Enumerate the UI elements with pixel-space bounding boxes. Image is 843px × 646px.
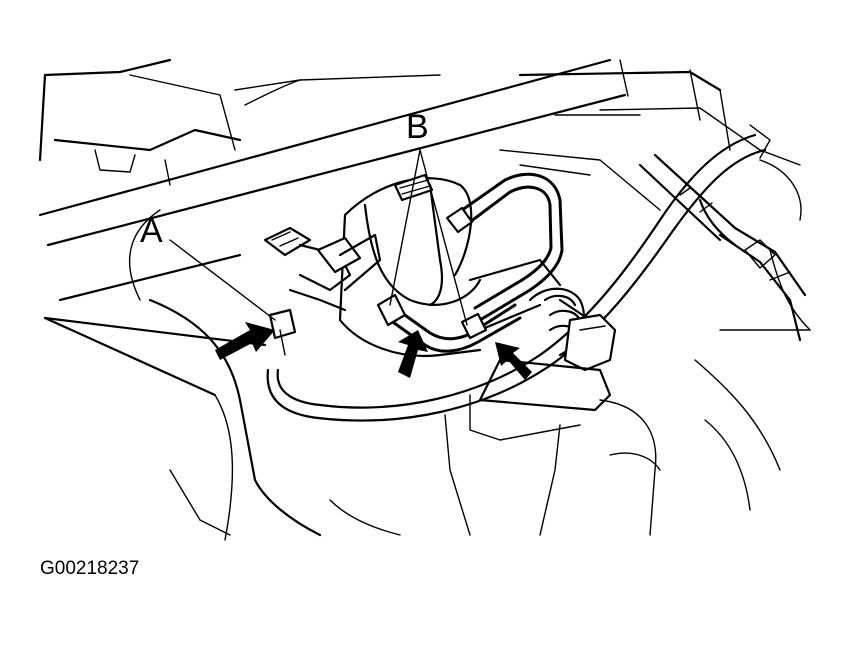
clutch-switch [263, 226, 382, 356]
figure-code: G00218237 [40, 558, 139, 579]
arrow-icon [495, 342, 532, 380]
callout-label-b: B [406, 108, 429, 146]
callout-leaders [169, 149, 468, 326]
callout-label-a: A [140, 212, 163, 250]
location-arrows [215, 322, 532, 380]
arrow-icon [398, 330, 428, 378]
engine-bay-background [38, 58, 802, 221]
hose-assembly [638, 153, 807, 342]
master-cylinder-boot [469, 287, 617, 441]
firewall-panel [43, 209, 811, 541]
leader-line-a [169, 239, 276, 321]
cross-member-beam [38, 58, 629, 302]
brake-pipe [266, 124, 771, 422]
hydraulic-tube [376, 172, 564, 353]
arrow-icon [215, 322, 275, 360]
leader-line-b-left [389, 149, 421, 306]
leader-line-b-right [419, 149, 468, 326]
